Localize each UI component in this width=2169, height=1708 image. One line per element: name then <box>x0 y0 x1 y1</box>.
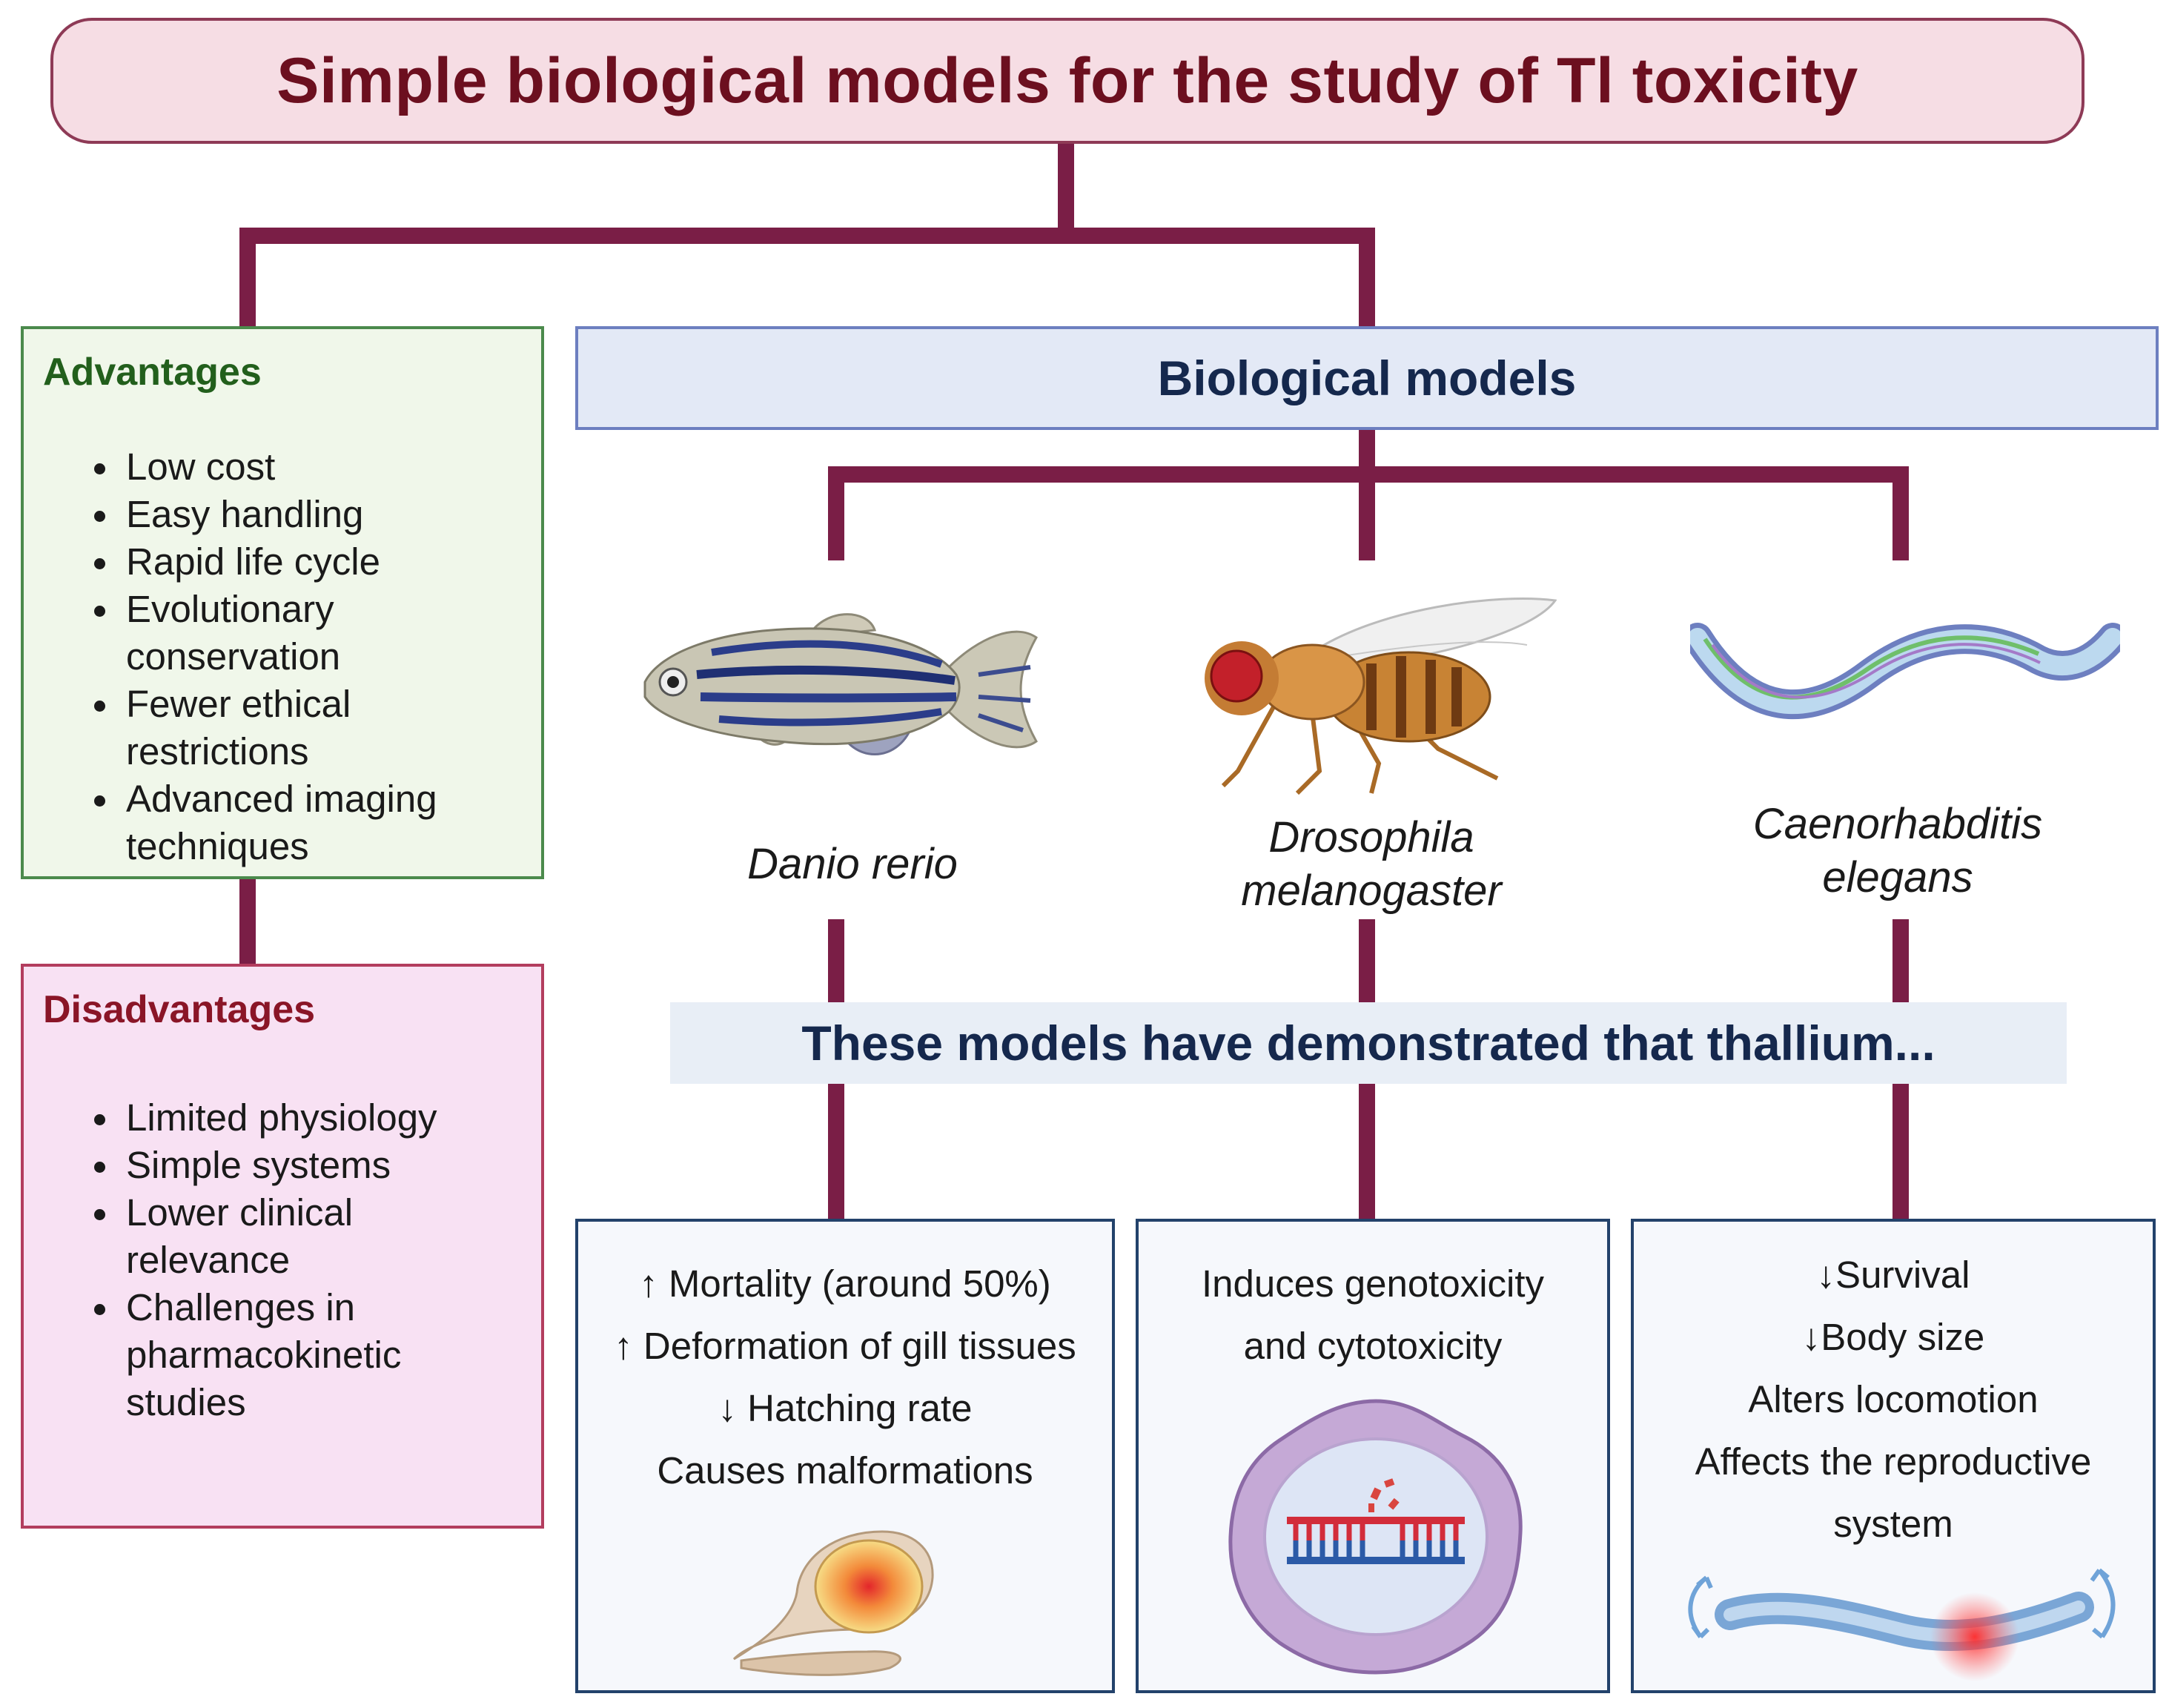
result-text: ↓Survival ↓Body size Alters locomotion A… <box>1634 1244 2153 1555</box>
list-item: Advanced imaging techniques <box>122 775 482 870</box>
result-line: Affects the reproductive <box>1695 1440 2092 1483</box>
result-line: Induces genotoxicity <box>1201 1262 1545 1305</box>
result-line: ↓Survival <box>1816 1254 1970 1296</box>
species-name-line: Caenorhabditis <box>1752 800 2043 848</box>
cell-dna-damage-icon <box>1228 1399 1523 1675</box>
advantages-box: Advantages Low cost Easy handling Rapid … <box>21 326 544 879</box>
advantages-list: Low cost Easy handling Rapid life cycle … <box>24 443 482 870</box>
species-name-line: melanogaster <box>1241 867 1502 915</box>
species-label-drosophila: Drosophila melanogaster <box>1164 811 1579 918</box>
list-item: Low cost <box>122 443 482 491</box>
list-item: Simple systems <box>122 1142 437 1189</box>
fruit-fly-icon <box>1205 598 1557 795</box>
biological-models-heading: Biological models <box>1157 351 1577 406</box>
species-name-line: elegans <box>1822 853 1973 901</box>
result-line: ↑ Deformation of gill tissues <box>614 1325 1076 1367</box>
embryo-icon <box>732 1530 934 1676</box>
list-item: Lower clinical relevance <box>122 1189 378 1284</box>
result-box-caenorhabditis: ↓Survival ↓Body size Alters locomotion A… <box>1631 1219 2156 1693</box>
list-item: Limited physiology <box>122 1094 437 1142</box>
result-line: ↓ Hatching rate <box>718 1387 973 1429</box>
demonstrated-banner: These models have demonstrated that thal… <box>670 1002 2067 1084</box>
result-line: Causes malformations <box>657 1449 1033 1492</box>
result-box-drosophila: Induces genotoxicity and cytotoxicity <box>1136 1219 1610 1693</box>
advantages-heading: Advantages <box>43 351 262 394</box>
demonstrated-heading: These models have demonstrated that thal… <box>801 1016 1935 1070</box>
disadvantages-box: Disadvantages Limited physiology Simple … <box>21 964 544 1529</box>
result-line: system <box>1833 1503 1953 1545</box>
species-name-line: Danio rerio <box>747 840 958 888</box>
result-line: Alters locomotion <box>1748 1378 2039 1420</box>
title-banner: Simple biological models for the study o… <box>50 18 2084 144</box>
species-label-danio: Danio rerio <box>667 838 1038 891</box>
result-line: ↓Body size <box>1801 1316 1985 1358</box>
result-box-danio: ↑ Mortality (around 50%) ↑ Deformation o… <box>575 1219 1115 1693</box>
result-line: ↑ Mortality (around 50%) <box>639 1262 1051 1305</box>
zebrafish-icon <box>643 613 1038 755</box>
diagram-title: Simple biological models for the study o… <box>276 44 1858 116</box>
result-line: and cytotoxicity <box>1243 1325 1503 1367</box>
species-name-line: Drosophila <box>1268 813 1474 861</box>
list-item: Evolutionary conservation <box>122 586 340 681</box>
list-item: Challenges in pharmacokinetic studies <box>122 1284 401 1426</box>
worm-movement-icon <box>1688 1568 2116 1681</box>
species-label-caenorhabditis: Caenorhabditis elegans <box>1690 798 2105 904</box>
result-text: ↑ Mortality (around 50%) ↑ Deformation o… <box>578 1253 1112 1502</box>
list-item: Easy handling <box>122 491 482 538</box>
biological-models-box: Biological models <box>575 326 2159 430</box>
disadvantages-list: Limited physiology Simple systems Lower … <box>24 1094 437 1426</box>
list-item: Rapid life cycle <box>122 538 482 586</box>
nematode-icon <box>1690 623 2120 720</box>
list-item: Fewer ethical restrictions <box>122 681 378 775</box>
disadvantages-heading: Disadvantages <box>43 988 316 1031</box>
result-text: Induces genotoxicity and cytotoxicity <box>1139 1253 1607 1377</box>
